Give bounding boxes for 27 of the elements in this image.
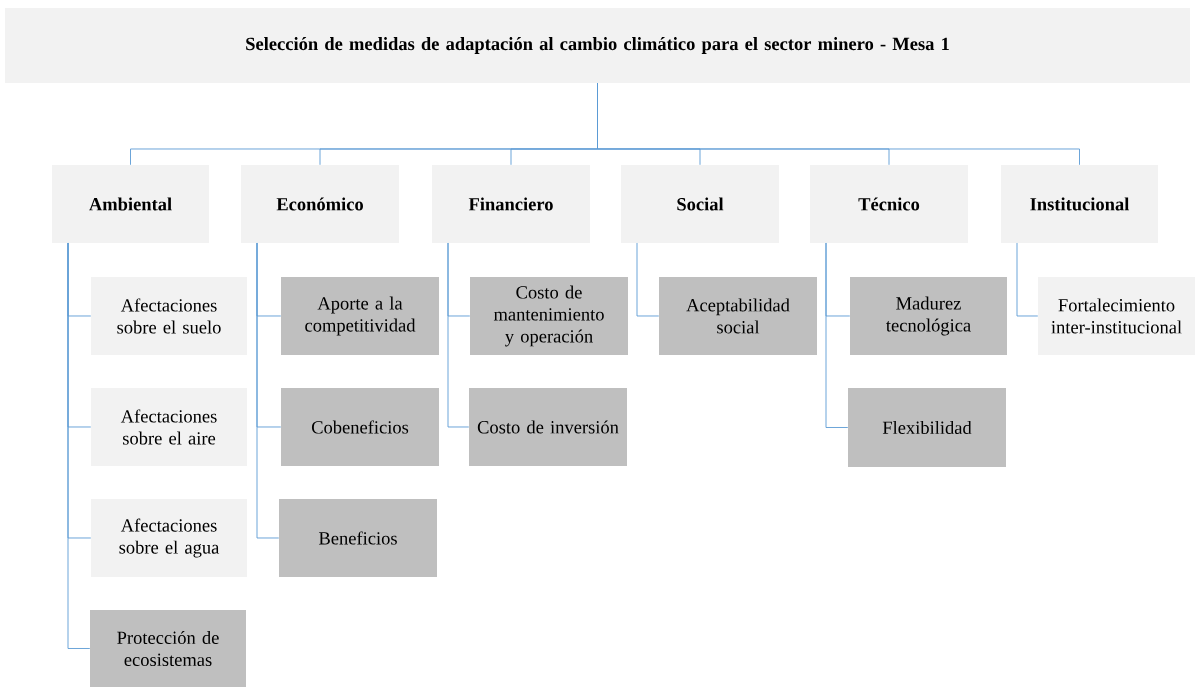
criterion-box: Cobeneficios [281, 388, 439, 466]
connector-line [256, 242, 280, 539]
criterion-box: Afectaciones sobre el aire [91, 388, 247, 466]
category-box: Social [621, 165, 779, 243]
criterion-box: Costo de inversión [469, 388, 627, 466]
connector-line [636, 242, 660, 317]
criterion-box: Aceptabilidad social [659, 277, 817, 355]
category-box: Institucional [1001, 165, 1158, 243]
connector-line [67, 242, 91, 649]
criterion-box: Madurez tecnológica [850, 277, 1007, 355]
criterion-box: Beneficios [279, 499, 437, 577]
connector-line [447, 242, 470, 428]
criterion-box: Fortalecimiento inter-institucional [1038, 277, 1195, 355]
criterion-box: Afectaciones sobre el agua [91, 499, 247, 577]
category-box: Financiero [432, 165, 590, 243]
connector-line [825, 242, 849, 428]
category-box: Económico [241, 165, 399, 243]
criterion-box: Afectaciones sobre el suelo [91, 277, 247, 355]
category-box: Técnico [810, 165, 968, 243]
criterion-box: Aporte a la competitividad [281, 277, 439, 355]
criterion-box: Costo de mantenimiento y operación [470, 277, 628, 355]
title-box: Selección de medidas de adaptación al cambio climático para el sector minero - Mesa 1 [5, 8, 1190, 83]
category-box: Ambiental [52, 165, 209, 243]
connector-line [597, 82, 1080, 166]
criterion-box: Protección de ecosistemas [90, 610, 246, 687]
criterion-box: Flexibilidad [848, 388, 1006, 467]
connector-line [1016, 242, 1039, 317]
